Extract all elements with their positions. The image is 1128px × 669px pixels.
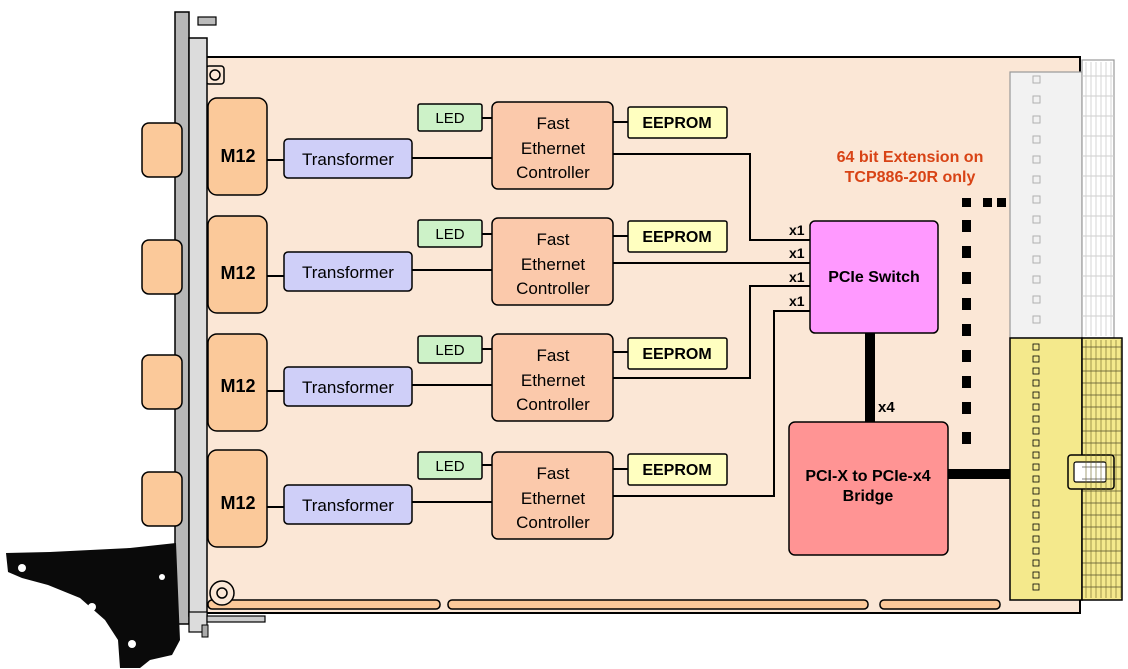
svg-text:Controller: Controller [516, 395, 590, 414]
svg-text:M12: M12 [220, 146, 255, 166]
svg-text:Ethernet: Ethernet [521, 255, 586, 274]
eeprom-block: EEPROM [627, 453, 728, 486]
svg-text:EEPROM: EEPROM [642, 462, 711, 479]
ejector-handle [6, 543, 180, 668]
svg-text:LED: LED [435, 226, 464, 243]
front-connector [141, 239, 183, 295]
front-connector [141, 354, 183, 410]
eeprom-block: EEPROM [627, 337, 728, 370]
svg-text:Bridge: Bridge [843, 488, 894, 505]
cpci-connector-upper [1009, 59, 1115, 339]
svg-text:Transformer: Transformer [302, 263, 394, 282]
lane-label: x1 [789, 293, 805, 309]
svg-text:Transformer: Transformer [302, 378, 394, 397]
m12-connector: M12 [207, 215, 268, 314]
led-block: LED [417, 451, 483, 480]
svg-text:Transformer: Transformer [302, 150, 394, 169]
svg-text:M12: M12 [220, 263, 255, 283]
front-panel [174, 11, 266, 638]
board-edge-strip [447, 599, 869, 610]
extension-note-line1: 64 bit Extension on [837, 149, 984, 166]
transformer-block: Transformer [283, 484, 413, 525]
ethernet-controller: Fast Ethernet Controller [491, 333, 614, 422]
svg-text:LED: LED [435, 110, 464, 127]
mounting-hole-top [205, 65, 225, 85]
svg-text:Controller: Controller [516, 163, 590, 182]
lane-label: x1 [789, 222, 805, 238]
svg-text:LED: LED [435, 342, 464, 359]
svg-text:EEPROM: EEPROM [642, 229, 711, 246]
front-connector [141, 122, 183, 178]
m12-connector: M12 [207, 97, 268, 196]
board-edge-strip [879, 599, 1001, 610]
svg-text:Fast: Fast [536, 346, 569, 365]
board-edge-strip [207, 599, 441, 610]
front-connector [141, 471, 183, 527]
pcix-pcie-bridge: PCI-X to PCIe-x4 Bridge [788, 421, 949, 556]
svg-text:EEPROM: EEPROM [642, 346, 711, 363]
svg-text:Controller: Controller [516, 513, 590, 532]
lane-label: x1 [789, 269, 805, 285]
led-block: LED [417, 335, 483, 364]
svg-text:Ethernet: Ethernet [521, 139, 586, 158]
svg-text:Fast: Fast [536, 230, 569, 249]
transformer-block: Transformer [283, 138, 413, 179]
svg-text:PCI-X to PCIe-x4: PCI-X to PCIe-x4 [805, 468, 930, 485]
x4-label: x4 [878, 399, 895, 416]
ethernet-controller: Fast Ethernet Controller [491, 217, 614, 306]
svg-text:PCIe Switch: PCIe Switch [828, 269, 920, 286]
extension-dotted-line [962, 198, 1006, 444]
eeprom-block: EEPROM [627, 220, 728, 253]
svg-text:Fast: Fast [536, 114, 569, 133]
svg-text:Controller: Controller [516, 279, 590, 298]
connector-pins [1032, 62, 1122, 598]
svg-text:Transformer: Transformer [302, 496, 394, 515]
ethernet-controller: Fast Ethernet Controller [491, 101, 614, 190]
m12-connector: M12 [207, 449, 268, 548]
svg-text:Ethernet: Ethernet [521, 371, 586, 390]
svg-text:EEPROM: EEPROM [642, 115, 711, 132]
svg-text:M12: M12 [220, 376, 255, 396]
svg-text:Fast: Fast [536, 464, 569, 483]
m12-connector: M12 [207, 333, 268, 432]
led-block: LED [417, 103, 483, 132]
connection-lines [267, 117, 810, 508]
pcie-switch: PCIe Switch [809, 220, 939, 334]
ethernet-controller: Fast Ethernet Controller [491, 451, 614, 540]
svg-text:LED: LED [435, 458, 464, 475]
eeprom-block: EEPROM [627, 106, 728, 139]
transformer-block: Transformer [283, 366, 413, 407]
svg-text:M12: M12 [220, 493, 255, 513]
mounting-hole-bottom [209, 580, 235, 606]
led-block: LED [417, 219, 483, 248]
svg-text:Ethernet: Ethernet [521, 489, 586, 508]
extension-note-line2: TCP886-20R only [845, 169, 976, 186]
lane-label: x1 [789, 245, 805, 261]
transformer-block: Transformer [283, 251, 413, 292]
